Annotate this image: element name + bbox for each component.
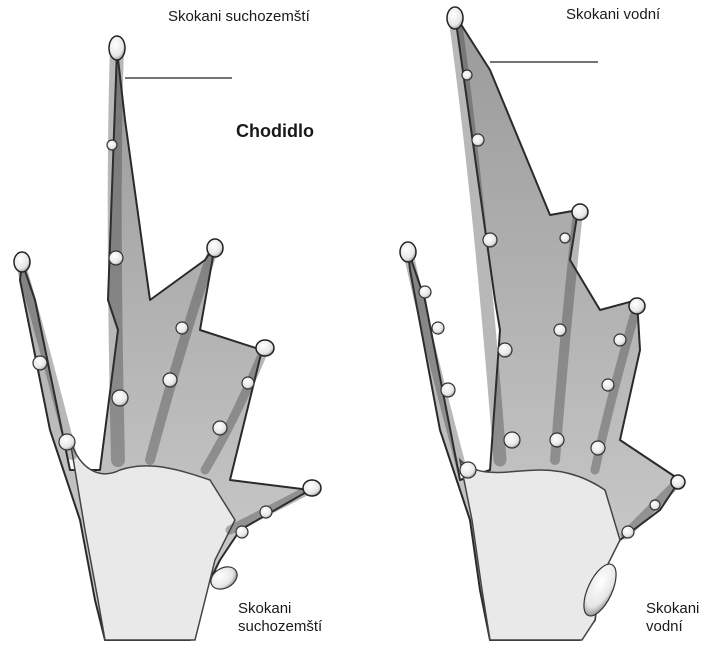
- label-terrestrial-top: Skokani suchozemští: [168, 8, 310, 26]
- label-terrestrial-bottom-line2: suchozemští: [238, 618, 322, 636]
- right-toe-1: [408, 252, 462, 470]
- label-aquatic-top: Skokani vodní: [566, 6, 660, 24]
- label-terrestrial-bottom-line1: Skokani: [238, 600, 322, 618]
- right-foot: [400, 7, 685, 640]
- label-terrestrial-bottom: Skokani suchozemští: [238, 600, 322, 636]
- label-aquatic-bottom: Skokani vodní: [646, 600, 699, 636]
- label-sole: Chodidlo: [236, 122, 314, 140]
- label-aquatic-bottom-line2: vodní: [646, 618, 699, 636]
- label-aquatic-bottom-line1: Skokani: [646, 600, 699, 618]
